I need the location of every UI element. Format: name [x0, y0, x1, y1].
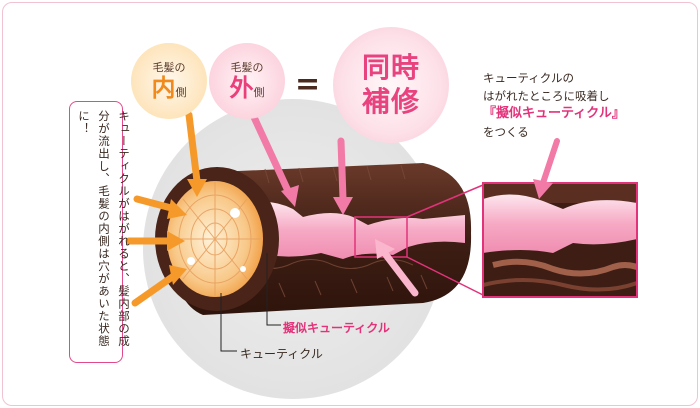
cuticle-leader — [220, 293, 237, 352]
outer-arrows — [249, 111, 347, 203]
inner-circle: 毛髪の 内側 — [131, 43, 207, 119]
inner-arrows — [125, 111, 201, 307]
note-line-4: をつくる — [483, 125, 529, 139]
zoom-line-top — [406, 184, 484, 218]
pseudo-arrowhead — [375, 239, 395, 259]
pseudo-cuticle-band — [253, 201, 465, 259]
pseudo-leader — [266, 253, 281, 326]
note-emphasis: 『擬似キューティクル』 — [483, 106, 625, 121]
cuticle-label: キューティクル — [240, 347, 323, 361]
pseudo-cuticle-label: 擬似キューティクル — [283, 321, 390, 335]
outer-suffix-label: 側 — [253, 86, 265, 99]
inner-arrowheads — [167, 179, 207, 285]
note-arrowhead — [533, 179, 553, 199]
cuticle-note: キューティクルの はがれたところに吸着し 『擬似キューティクル』 をつくる — [483, 69, 625, 141]
pseudo-arrow-line — [379, 247, 419, 297]
zoom-source-box — [354, 216, 408, 258]
zoom-line-bottom — [406, 256, 484, 296]
outer-top-label: 毛髪の — [230, 61, 264, 74]
note-arrow-line — [540, 138, 560, 186]
inner-top-label: 毛髪の — [152, 61, 186, 74]
simultaneous-repair-circle: 同時 補修 — [333, 27, 449, 143]
result-line-2: 補修 — [361, 85, 420, 118]
outer-circle: 毛髪の 外側 — [209, 43, 285, 119]
hair-diagram — [125, 99, 638, 399]
side-explanation-box: キューティクルがはがれると、髪内部の成分が流出し、毛髪の内側は穴があいた状態に！ — [69, 101, 131, 363]
note-line-1: キューティクルの — [483, 71, 574, 85]
hole-3 — [240, 266, 246, 272]
inner-main-label: 内 — [151, 74, 176, 102]
zoom-panel-border — [482, 182, 638, 298]
equals-sign: = — [295, 67, 321, 102]
outer-arrowheads — [281, 185, 353, 215]
hole-2 — [187, 257, 195, 265]
hole-1 — [230, 208, 240, 218]
result-line-1: 同時 — [361, 51, 420, 84]
inner-suffix-label: 側 — [175, 86, 187, 99]
note-line-2: はがれたところに吸着し — [483, 89, 610, 103]
zoom-panel-content — [483, 183, 637, 297]
outer-main-label: 外 — [229, 74, 254, 102]
side-explanation-text: キューティクルがはがれると、髪内部の成分が流出し、毛髪の内側は穴があいた状態に！ — [77, 110, 131, 348]
